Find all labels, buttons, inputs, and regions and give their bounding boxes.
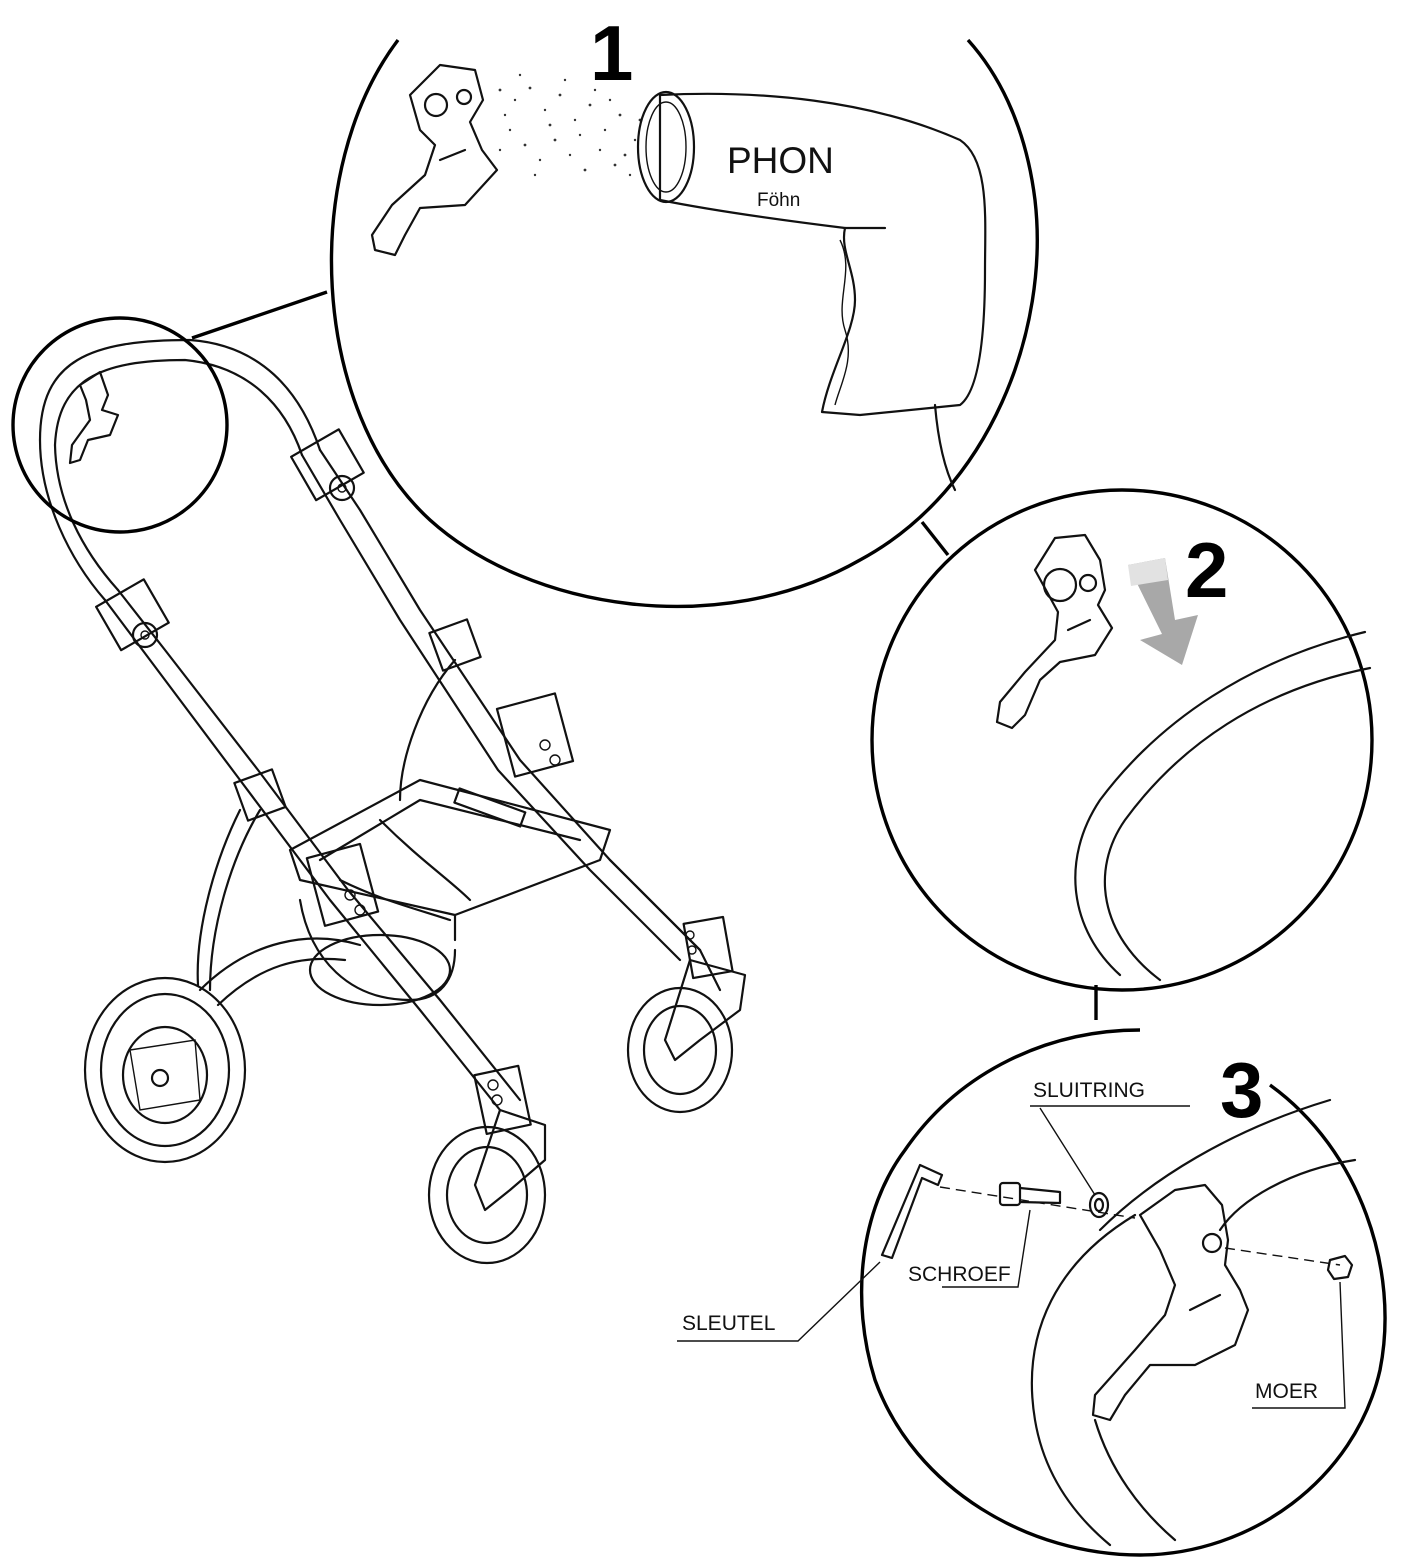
washer-label: SLUITRING [1033,1079,1145,1102]
hair-dryer-icon [636,90,987,492]
step1-number: 1 [590,9,633,97]
handle-curve-inner [1218,1158,1357,1232]
screw-icon [998,1181,1062,1207]
brake-lever-icon [370,63,499,257]
screw-leader [942,1209,1031,1288]
nut-label: MOER [1255,1380,1318,1403]
handle-curve-lower [1093,1418,1177,1542]
brake-lever-icon [995,533,1114,730]
key-leader [677,1261,881,1342]
nut-icon [1326,1254,1354,1281]
step1-circle [329,38,1039,609]
handle-curve-inner [1103,666,1372,982]
handle-curve-outer [1098,1098,1332,1232]
step3-circle [859,1028,1387,1557]
handle-curve [1074,630,1367,977]
step2-circle [870,488,1374,992]
brake-lever-icon [1091,1183,1250,1422]
washer-icon [1088,1191,1110,1219]
key-label: SLEUTEL [682,1312,775,1335]
dryer-sublabel: Föhn [757,190,800,211]
brake-lever-icon [68,370,120,465]
screw-label: SCHROEF [908,1263,1011,1286]
connector-1 [191,290,328,340]
connector-2 [920,520,950,557]
hot-air-spray [498,73,642,177]
dryer-label: PHON [727,140,834,181]
nut-leader [1252,1281,1346,1409]
assembly-axis [1224,1247,1341,1266]
down-arrow-icon [1128,558,1198,665]
step3-number: 3 [1220,1046,1263,1134]
stroller-frame-icon [38,338,747,1265]
step2-number: 2 [1185,526,1228,614]
washer-leader [1030,1105,1190,1196]
detail-circle-small [11,316,229,534]
handle-curve [1030,1213,1137,1547]
allen-key-icon [880,1163,944,1260]
